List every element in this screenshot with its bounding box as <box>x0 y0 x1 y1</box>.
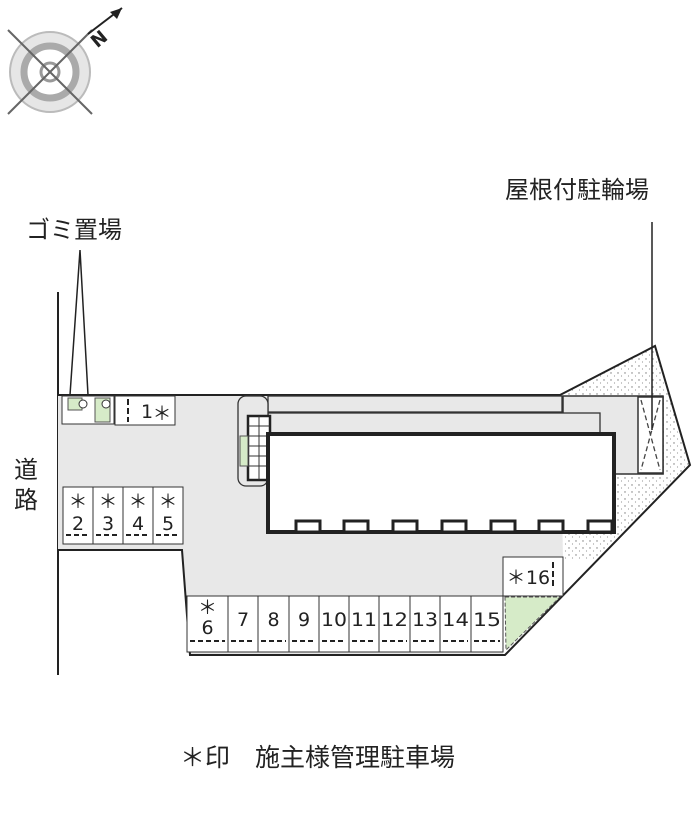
planter <box>239 435 249 467</box>
parking-slot-11: 11 <box>348 595 380 653</box>
svg-text:7: 7 <box>237 609 249 631</box>
tree-icon <box>101 399 111 409</box>
svg-text:5: 5 <box>162 513 174 535</box>
parking-row-top: ＊2＊3＊4＊5 <box>62 486 184 545</box>
parking-slot-9: 9 <box>288 595 320 653</box>
bike-shed-mark-icon <box>640 399 661 471</box>
svg-text:＊: ＊ <box>68 491 87 513</box>
parking-slot-3: ＊3 <box>92 486 124 545</box>
building <box>266 432 616 534</box>
parking-slot-8: 8 <box>257 595 290 653</box>
svg-text:11: 11 <box>351 609 377 631</box>
svg-text:8: 8 <box>267 609 279 631</box>
svg-text:10: 10 <box>321 609 347 631</box>
road-label-1: 道 <box>14 456 38 484</box>
parking-slot-12: 12 <box>378 595 411 653</box>
parking-slot-13: 13 <box>409 595 441 653</box>
parking-slot-7: 7 <box>227 595 259 653</box>
parking-slot-2: ＊2 <box>62 486 94 545</box>
svg-text:16: 16 <box>526 567 550 589</box>
building-eave-2 <box>267 412 601 434</box>
svg-text:14: 14 <box>442 609 469 631</box>
parking-slot-16: ＊ 16 <box>502 556 564 597</box>
svg-text:6: 6 <box>201 617 213 639</box>
svg-text:＊: ＊ <box>198 597 217 619</box>
svg-text:2: 2 <box>72 513 84 535</box>
building-eave-1 <box>267 395 563 413</box>
compass-icon <box>7 7 123 115</box>
svg-text:3: 3 <box>102 513 114 535</box>
garbage-leader-line <box>69 249 89 396</box>
parking-slot-5: ＊5 <box>152 486 184 545</box>
legend-text: ＊印 施主様管理駐車場 <box>180 743 455 772</box>
parking-slot-4: ＊4 <box>122 486 154 545</box>
parking-slot-15: 15 <box>470 595 504 653</box>
svg-text:15: 15 <box>473 609 501 631</box>
green-area <box>504 596 562 652</box>
svg-text:＊: ＊ <box>98 491 117 513</box>
balcony-notches <box>294 519 614 534</box>
parking-slot-6: ＊6 <box>186 595 229 653</box>
site-boundary <box>58 344 692 656</box>
parking-slot-14: 14 <box>439 595 472 653</box>
parking-slot-1: 1 ＊ <box>114 395 176 426</box>
svg-text:＊: ＊ <box>506 567 525 589</box>
svg-text:1: 1 <box>141 401 153 423</box>
bike-shed-label: 屋根付駐輪場 <box>505 176 649 204</box>
svg-text:9: 9 <box>298 609 310 631</box>
tree-icon <box>78 399 88 409</box>
svg-text:13: 13 <box>412 609 438 631</box>
parking-slot-10: 10 <box>318 595 350 653</box>
svg-text:＊: ＊ <box>152 403 171 425</box>
svg-text:＊: ＊ <box>158 491 177 513</box>
stairs-lines <box>248 416 270 480</box>
svg-text:12: 12 <box>381 609 408 631</box>
svg-text:4: 4 <box>132 513 144 535</box>
garbage-label: ゴミ置場 <box>26 216 122 244</box>
svg-text:＊: ＊ <box>128 491 147 513</box>
road-label-2: 路 <box>14 486 38 514</box>
